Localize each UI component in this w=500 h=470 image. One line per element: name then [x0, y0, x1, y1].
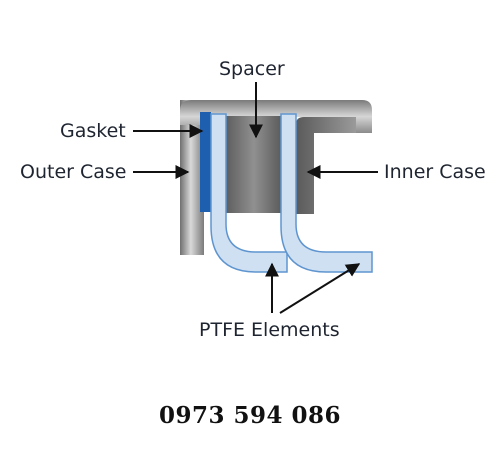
gasket-label: Gasket [60, 120, 126, 142]
spacer-label: Spacer [219, 58, 285, 80]
gasket-shape [200, 112, 211, 212]
ptfe-element-right [280, 113, 373, 273]
spacer-shape [226, 116, 282, 213]
outer-case-label: Outer Case [20, 161, 127, 183]
ptfe-arrow-right [279, 263, 361, 314]
ptfe-elements-label: PTFE Elements [199, 319, 340, 341]
ptfe-element-left [210, 113, 288, 273]
phone-number: 0973 594 086 [158, 402, 342, 429]
inner-case-label: Inner Case [384, 161, 486, 183]
inner-case-shape [296, 117, 356, 214]
